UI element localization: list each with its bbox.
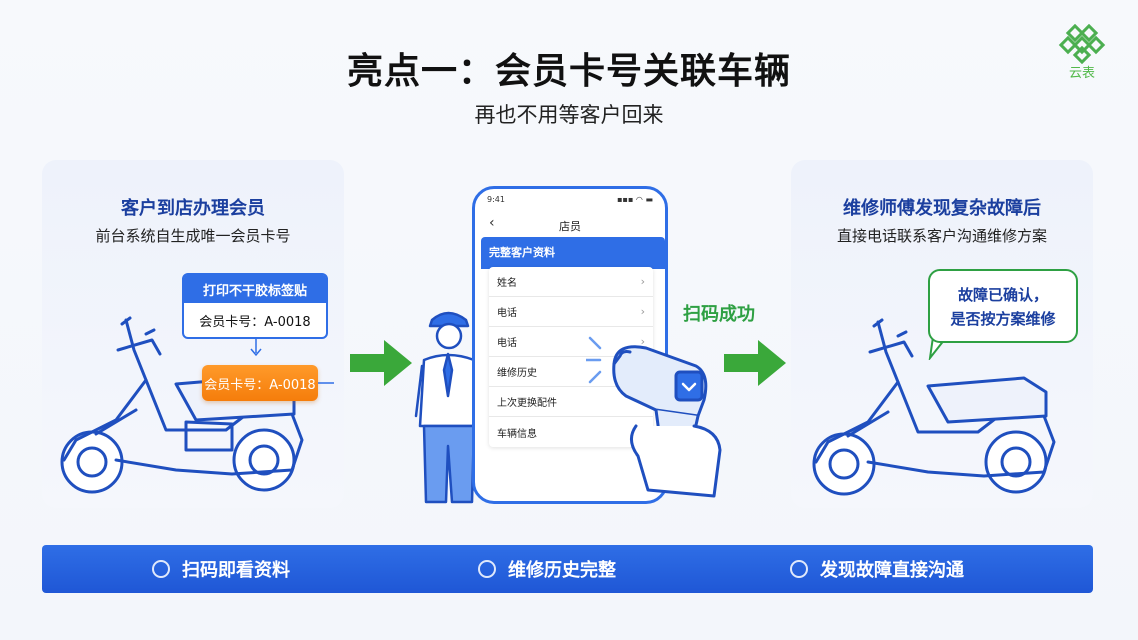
feature-bar: 扫码即看资料 维修历史完整 发现故障直接沟通 [42,545,1093,593]
list-item[interactable]: 姓名 › [489,267,653,297]
print-label-card-number: 会员卡号：A-0018 [199,314,311,330]
left-panel-subtitle: 前台系统自生成唯一会员卡号 [95,227,291,245]
list-item-label: 上次更换配件 [497,398,557,409]
chevron-right-icon: › [640,275,645,288]
circle-icon [790,560,808,578]
chevron-right-icon: › [640,335,645,348]
print-label-card: 打印不干胶标签贴 会员卡号：A-0018 [182,273,328,339]
circle-icon [152,560,170,578]
feature-label: 维修历史完整 [508,560,616,581]
list-item-label: 电话 [497,338,517,349]
feature-item: 扫码即看资料 [152,545,290,593]
list-item[interactable]: 电话 › [489,327,653,357]
page-subtitle: 再也不用等客户回来 [474,103,664,127]
feature-item: 发现故障直接沟通 [790,545,964,593]
brand-logo: 云表 [1056,23,1108,86]
list-item[interactable]: 车辆信息 [489,417,653,447]
status-time: 9:41 [487,195,505,204]
feature-label: 发现故障直接沟通 [820,560,964,581]
app-nav-bar: ‹ 店员 [475,215,665,237]
scooter-illustration-right [812,318,1056,496]
page-title: 亮点一：会员卡号关联车辆 [346,51,791,92]
status-icons: ▪▪▪ ◠ ▬ [617,195,653,204]
right-panel-subtitle: 直接电话联系客户沟通维修方案 [836,227,1047,245]
flow-arrow-icon [350,340,412,386]
list-item[interactable]: 维修历史 [489,357,653,387]
logo-icon [1058,23,1106,65]
back-icon[interactable]: ‹ [489,215,495,231]
chevron-right-icon: › [640,305,645,318]
customer-profile-header: 完整客户资料 [481,237,665,269]
nav-title: 店员 [559,220,581,233]
feature-item: 维修历史完整 [478,545,616,593]
print-label-header: 打印不干胶标签贴 [184,275,326,303]
speech-bubble: 故障已确认， 是否按方案维修 [928,269,1078,343]
sticker-connector-line [318,382,334,384]
bubble-line-2: 是否按方案维修 [950,310,1056,328]
scan-success-label: 扫码成功 [683,304,755,325]
list-item-label: 车辆信息 [497,428,537,440]
list-item-label: 姓名 [497,278,517,289]
list-item[interactable]: 上次更换配件 [489,387,653,417]
left-panel-title: 客户到店办理会员 [121,198,265,219]
list-item[interactable]: 电话 › [489,297,653,327]
member-card-sticker: 会员卡号：A-0018 [202,365,318,401]
arrow-down-icon [250,339,262,357]
feature-label: 扫码即看资料 [182,560,290,581]
list-item-label: 维修历史 [497,368,537,379]
logo-text: 云表 [1068,66,1095,81]
bubble-line-1: 故障已确认， [957,286,1048,304]
list-item-label: 电话 [497,308,517,319]
barcode-scanner-illustration [586,336,722,498]
circle-icon [478,560,496,578]
right-panel-title: 维修师傅发现复杂故障后 [843,198,1041,219]
flow-arrow-icon [724,340,786,386]
staff-person-illustration [414,311,484,504]
